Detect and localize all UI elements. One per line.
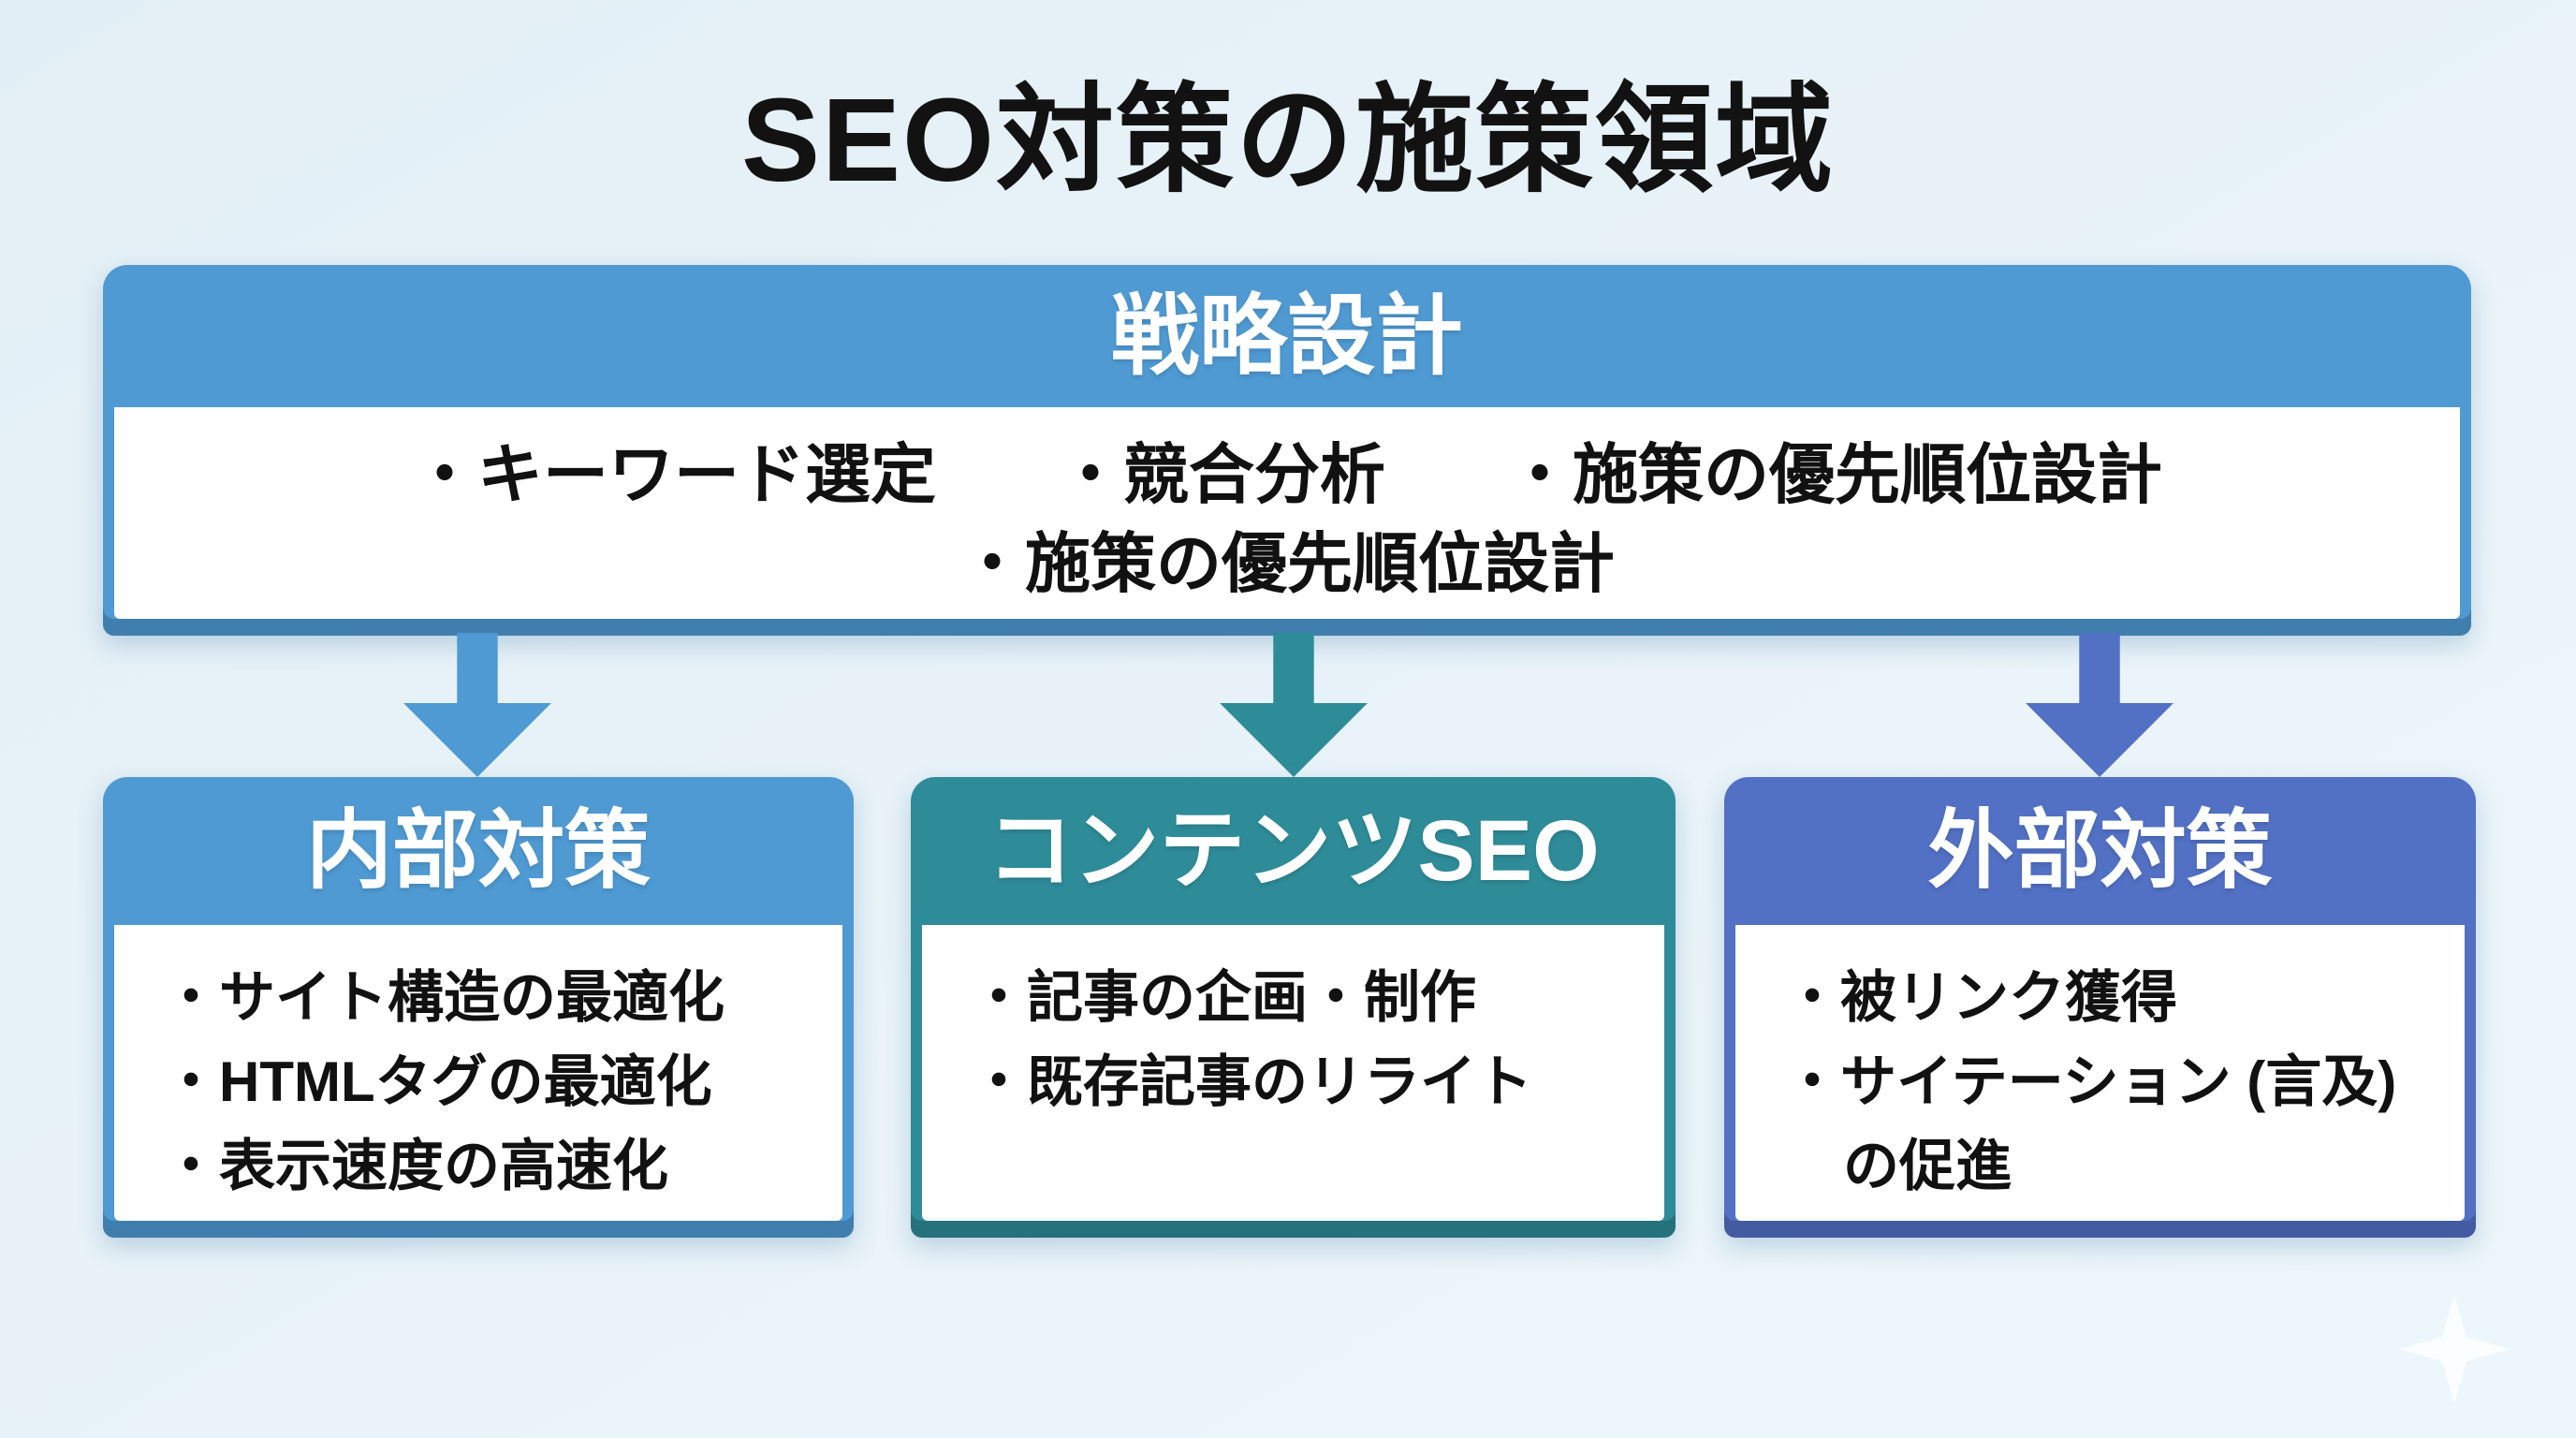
list-item: ・表示速度の高速化 xyxy=(163,1135,668,1197)
strategy-bullets-row1: ・キーワード選定 ・競合分析 ・施策の優先順位設計 xyxy=(114,431,2460,520)
list-item: ・サイテーション (言及)の促進 xyxy=(1784,1050,2397,1197)
content-seo-header: コンテンツSEO xyxy=(987,803,1600,899)
content-seo-box: コンテンツSEO ・記事の企画・制作 ・既存記事のリライト xyxy=(911,777,1676,1238)
internal-measures-body: ・サイト構造の最適化 ・HTMLタグの最適化 ・表示速度の高速化 xyxy=(114,925,842,1221)
strategy-bullets-row2: ・施策の優先順位設計 xyxy=(114,520,2460,609)
external-measures-box: 外部対策 ・被リンク獲得 ・サイテーション (言及)の促進 xyxy=(1724,777,2476,1238)
strategy-bullet-keyword: ・キーワード選定 xyxy=(412,438,936,511)
page-title: SEO対策の施策領域 xyxy=(740,74,1836,206)
arrow-row xyxy=(0,633,2576,777)
strategy-bullet-priority-2: ・施策の優先順位設計 xyxy=(959,527,1615,601)
list-item: ・被リンク獲得 xyxy=(1784,966,2177,1029)
external-measures-header: 外部対策 xyxy=(1927,803,2273,899)
sparkle-icon xyxy=(2399,1294,2510,1404)
list-item: ・HTMLタグの最適化 xyxy=(163,1050,712,1113)
strategy-box: 戦略設計 ・キーワード選定 ・競合分析 ・施策の優先順位設計 ・施策の優先順位設… xyxy=(103,265,2471,636)
external-measures-body: ・被リンク獲得 ・サイテーション (言及)の促進 xyxy=(1735,925,2465,1221)
strategy-box-header: 戦略設計 xyxy=(1110,286,1463,385)
list-item: ・既存記事のリライト xyxy=(971,1050,1532,1113)
strategy-bullet-priority: ・施策の優先順位設計 xyxy=(1507,438,2162,511)
strategy-box-body: ・キーワード選定 ・競合分析 ・施策の優先順位設計 ・施策の優先順位設計 xyxy=(114,407,2460,619)
list-item: ・サイト構造の最適化 xyxy=(163,966,724,1029)
down-arrow-external-icon xyxy=(2026,633,2174,777)
down-arrow-content-icon xyxy=(1220,633,1368,777)
internal-measures-header: 内部対策 xyxy=(305,803,651,899)
content-seo-body: ・記事の企画・制作 ・既存記事のリライト xyxy=(922,925,1664,1221)
list-item: ・記事の企画・制作 xyxy=(971,966,1476,1029)
down-arrow-internal-icon xyxy=(403,633,551,777)
strategy-bullet-competitor: ・競合分析 xyxy=(1058,438,1385,511)
internal-measures-box: 内部対策 ・サイト構造の最適化 ・HTMLタグの最適化 ・表示速度の高速化 xyxy=(103,777,854,1238)
